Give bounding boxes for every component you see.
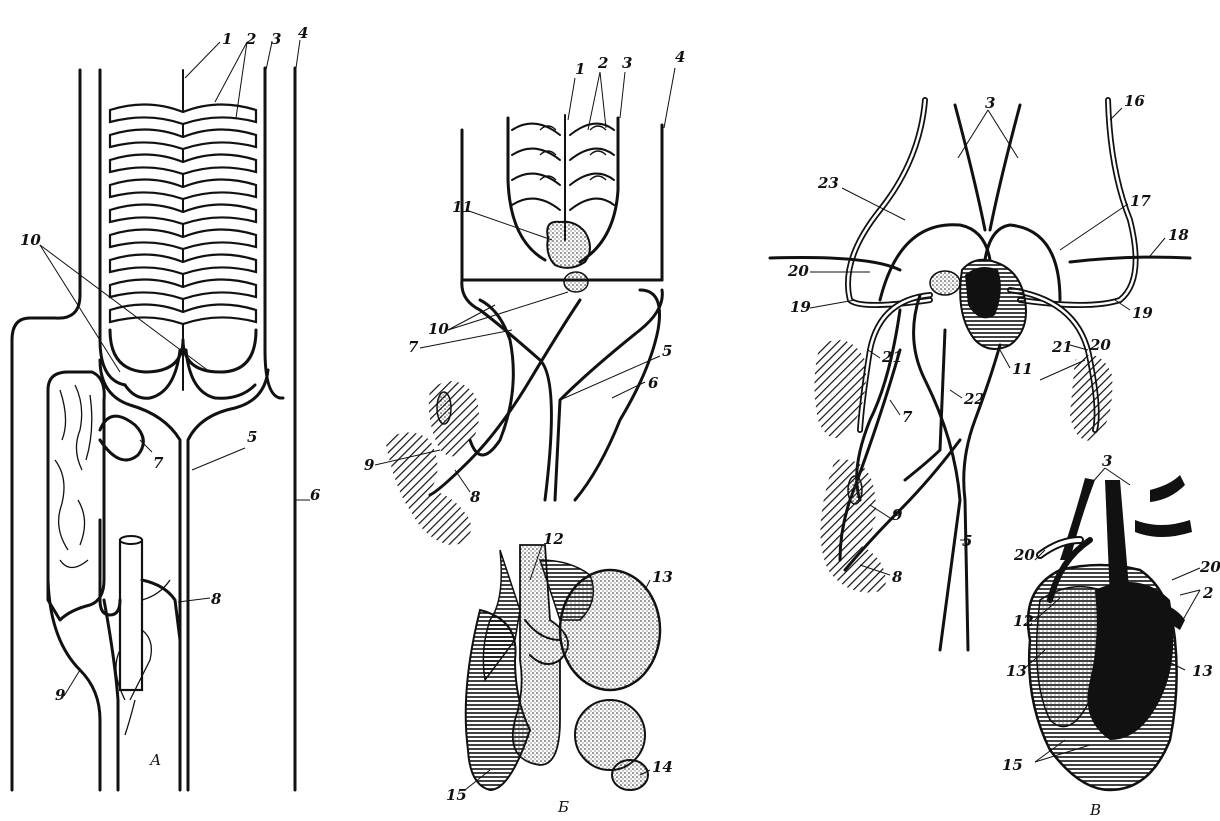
panel-a-arc-left	[110, 330, 183, 372]
panel-v-vein-16	[1020, 100, 1136, 305]
panel-v-node	[848, 476, 862, 504]
panel-a-label-6: 6	[310, 486, 321, 504]
panel-b-label-7: 7	[408, 338, 419, 356]
panel-v-vessel-22	[905, 330, 945, 480]
panel-b-node	[437, 392, 451, 424]
panel-b-label-8: 8	[470, 488, 481, 506]
panel-b-caption: Б	[557, 798, 569, 816]
panel-v-label-23: 23	[817, 174, 839, 192]
panel-v-heart-detail	[1028, 475, 1192, 790]
panel-a-label-4: 4	[298, 24, 308, 42]
panel-b-label-9: 9	[364, 456, 375, 474]
panel-a-caption: А	[149, 751, 161, 769]
panel-b-label-12: 12	[543, 530, 564, 548]
panel-a-label-5: 5	[247, 428, 257, 446]
panel-a-intestine	[120, 536, 142, 690]
panel-a-arc-right	[183, 330, 256, 372]
panel-b-label-4: 4	[675, 48, 685, 66]
panel-v-vessel-descend-1	[914, 295, 960, 650]
heart-v-label-20-left: 20	[1013, 546, 1035, 564]
panel-a-label-8: 8	[211, 590, 222, 608]
panel-v-label-11: 11	[1012, 360, 1033, 378]
panel-v-carotid-left	[955, 105, 985, 230]
panel-v-label-22: 22	[963, 390, 985, 408]
panel-a-label-9: 9	[55, 686, 66, 704]
panel-b-label-15: 15	[446, 786, 467, 804]
panel-a-right-loop	[186, 350, 255, 398]
panel-a-label-1: 1	[222, 30, 232, 48]
panel-a-label-10: 10	[20, 231, 41, 249]
panel-v-subclavian-right	[1070, 257, 1190, 262]
panel-a-left-loop	[125, 350, 180, 398]
panel-v-organ-right	[1070, 355, 1112, 441]
heart-v-label-15: 15	[1002, 756, 1023, 774]
heart-v-label-20-right: 20	[1199, 558, 1220, 576]
panel-a-liver	[48, 372, 104, 620]
panel-b-label-13: 13	[652, 568, 673, 586]
panel-b-label-3: 3	[622, 54, 632, 72]
panel-b-label-5: 5	[662, 342, 672, 360]
panel-v-label-3: 3	[985, 94, 995, 112]
panel-a-label-2: 2	[245, 30, 256, 48]
panel-b-label-6: 6	[648, 374, 659, 392]
panel-b-vessel-left-cross	[462, 280, 552, 500]
panel-v-label-7: 7	[902, 408, 913, 426]
panel-b-vessel-7	[470, 300, 513, 455]
panel-v-label-21-right: 21	[1051, 338, 1073, 356]
panel-v-carotid-right	[990, 105, 1020, 230]
heart-v-label-3: 3	[1102, 452, 1112, 470]
panel-v-label-16: 16	[1124, 92, 1145, 110]
panel-v-label-18: 18	[1168, 226, 1189, 244]
heart-v-label-13-left: 13	[1006, 662, 1027, 680]
panel-v-label-21-left: 21	[881, 348, 903, 366]
panel-v-label-19-right: 19	[1132, 304, 1153, 322]
panel-b-label-10: 10	[428, 320, 449, 338]
panel-a-y-right	[188, 370, 268, 700]
heart-v-label-2: 2	[1202, 584, 1213, 602]
panel-a-vessel-9b	[104, 600, 118, 790]
panel-a-vessel-8	[142, 580, 180, 640]
panel-a-vessel-3	[265, 68, 283, 398]
panel-b-amphibian-scheme	[385, 115, 662, 545]
panel-b-heart-detail	[466, 545, 660, 790]
panel-v-label-20: 20	[787, 262, 809, 280]
panel-v-label-20-right: 20	[1089, 336, 1111, 354]
panel-v-label-8: 8	[892, 568, 903, 586]
panel-b-gills	[512, 124, 614, 210]
panel-b-arch-left	[508, 118, 545, 260]
panel-a-outer-loop	[12, 70, 80, 790]
panel-v-label-19-left: 19	[790, 298, 811, 316]
heart-v-label-12: 12	[1013, 612, 1034, 630]
panel-v-label-5: 5	[962, 532, 972, 550]
panel-v-label-17: 17	[1130, 192, 1151, 210]
panel-b-label-11: 11	[452, 198, 473, 216]
panel-b-label-1: 1	[575, 60, 585, 78]
panel-a-label-3: 3	[271, 30, 281, 48]
panel-v-caption: В	[1089, 801, 1101, 819]
panel-b-label-14: 14	[652, 758, 673, 776]
panel-v-label-9: 9	[892, 506, 903, 524]
panel-a-label-7: 7	[153, 454, 164, 472]
heart-v-label-13-right: 13	[1192, 662, 1213, 680]
panel-a-gill-arches	[110, 104, 256, 324]
panel-b-label-2: 2	[597, 54, 608, 72]
panel-a-vessel-7	[100, 416, 143, 460]
